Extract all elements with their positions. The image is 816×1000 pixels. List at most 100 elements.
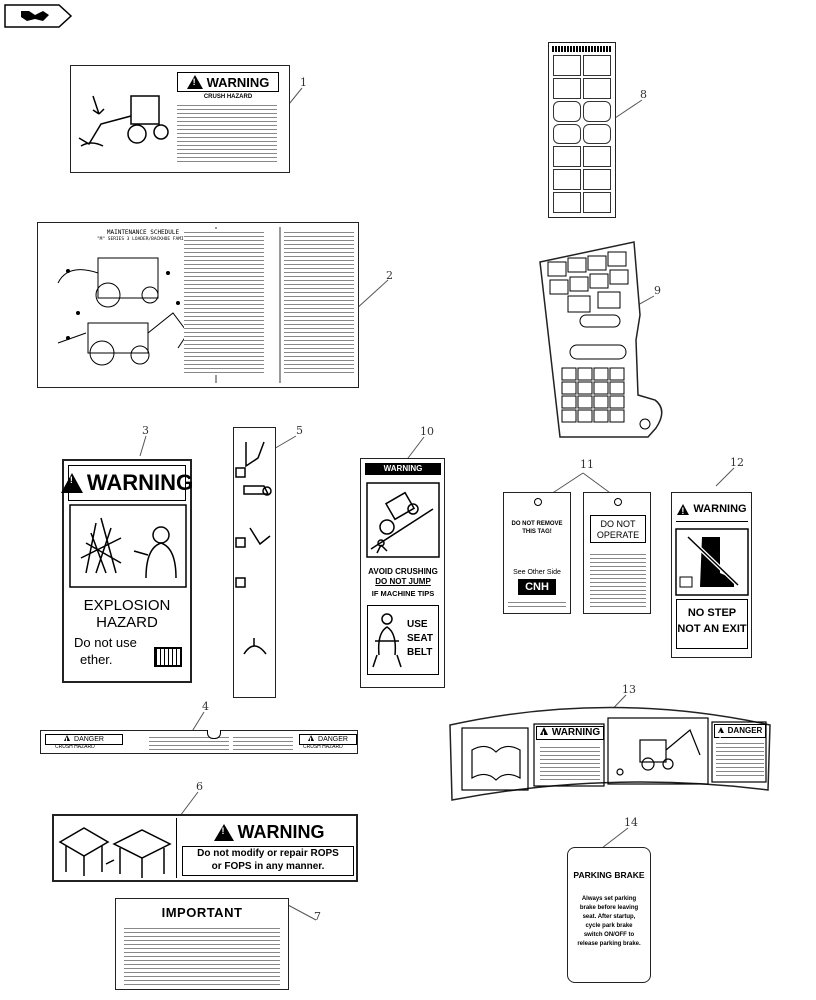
decal-3-text-2: HAZARD bbox=[96, 614, 158, 631]
callout-1: 1 bbox=[300, 76, 307, 89]
decal-14-line-6: release parking brake. bbox=[577, 941, 641, 947]
decal-4-left-sub: CRUSH HAZARD bbox=[55, 744, 95, 750]
decal-11-tagB-lines bbox=[590, 551, 646, 607]
decal-14-line-2: brake before leaving bbox=[579, 905, 639, 911]
decal-2-subtitle: "M" SERIES 3 LOADER/BACKHOE FAMILY bbox=[96, 237, 190, 242]
cell bbox=[553, 123, 581, 145]
decal-11-tagA-1: DO NOT REMOVE bbox=[511, 521, 563, 527]
no-step-boot-icon bbox=[675, 528, 749, 596]
callout-9: 9 bbox=[654, 284, 661, 297]
callout-8: 8 bbox=[640, 88, 647, 101]
decal-11-tagB-1: DO NOT bbox=[600, 519, 636, 529]
decal-4-notch bbox=[207, 730, 221, 739]
decal-10-belt-2: SEAT bbox=[407, 633, 433, 644]
decal-11-tagB-box bbox=[590, 515, 646, 543]
decal-3-explosion-hazard: WARNING EXPLOSION HAZARD Do not use ethe… bbox=[60, 459, 193, 683]
decal-11-tag-front: DO NOT REMOVE THIS TAG! See Other Side C… bbox=[503, 492, 571, 614]
cell bbox=[553, 192, 581, 213]
warning-triangle-icon bbox=[717, 727, 724, 741]
decal-6-text-2: or FOPS in any manner. bbox=[211, 861, 325, 872]
decal-4-right-danger: DANGER bbox=[299, 734, 357, 746]
decal-3-text-1: EXPLOSION bbox=[83, 597, 171, 614]
cell bbox=[583, 192, 611, 213]
decal-11-tagA-3: See Other Side bbox=[513, 569, 561, 576]
decal-10-warning-header: WARNING bbox=[365, 463, 441, 475]
tag-hole-icon bbox=[534, 498, 542, 506]
decal-10-belt-3: BELT bbox=[407, 647, 433, 658]
warning-triangle-icon bbox=[213, 823, 234, 841]
warning-triangle-icon bbox=[186, 75, 203, 89]
decal-12-text-2: NOT AN EXIT bbox=[677, 623, 747, 635]
decal-14-line-5: switch ON/OFF to bbox=[583, 932, 635, 938]
callout-10: 10 bbox=[420, 425, 434, 438]
explosion-person-icon bbox=[69, 504, 187, 588]
decal-1-warning-header: WARNING bbox=[177, 72, 279, 92]
cell bbox=[553, 77, 581, 99]
callout-2: 2 bbox=[386, 269, 393, 282]
decal-4-left-danger: DANGER bbox=[45, 734, 123, 746]
nav-arrow-icon[interactable] bbox=[3, 3, 73, 29]
warning-triangle-icon bbox=[60, 473, 83, 493]
tag-hole-icon bbox=[614, 498, 622, 506]
cnh-logo: CNH bbox=[518, 579, 556, 595]
callout-11: 11 bbox=[580, 458, 594, 471]
decal-14-parking-brake: PARKING BRAKE Always set parking brake b… bbox=[567, 847, 651, 983]
decal-14-line-1: Always set parking bbox=[581, 896, 637, 902]
cell bbox=[583, 55, 611, 76]
decal-7-title: IMPORTANT bbox=[161, 905, 243, 920]
callout-13: 13 bbox=[622, 683, 636, 696]
tipping-machine-icon bbox=[366, 482, 440, 558]
decal-1-text-block bbox=[177, 102, 277, 164]
decal-1-crush-hazard: WARNING CRUSH HAZARD bbox=[70, 65, 290, 173]
decal-4-right-sub: CRUSH HAZARD bbox=[303, 744, 343, 750]
decal-7-text-block bbox=[124, 925, 280, 985]
decal-10-belt-box bbox=[367, 605, 439, 675]
decal-13-danger-text bbox=[716, 740, 764, 776]
decal-14-line-3: seat. After startup, bbox=[582, 914, 636, 920]
manual-book-icon bbox=[154, 647, 182, 667]
book-arrow-icon bbox=[4, 4, 73, 28]
decal-11-tagA-footer bbox=[508, 599, 566, 607]
decal-2-schedule-col-2 bbox=[284, 229, 354, 375]
decal-12-warning-header: WARNING bbox=[676, 501, 748, 517]
warning-triangle-icon bbox=[308, 735, 315, 746]
decal-7-important: IMPORTANT bbox=[115, 898, 289, 990]
decal-3-warning-header: WARNING bbox=[60, 465, 193, 501]
warning-triangle-icon bbox=[539, 727, 548, 741]
cell bbox=[553, 100, 581, 122]
callout-4: 4 bbox=[202, 700, 209, 713]
callout-3: 3 bbox=[142, 424, 149, 437]
rops-canopy-icon bbox=[58, 827, 172, 878]
decal-10-seat-belt: WARNING AVOID CRUSHING DO NOT JUMP IF MA… bbox=[360, 458, 445, 688]
decal-12-text-box bbox=[676, 599, 748, 649]
cell bbox=[553, 55, 581, 76]
decal-4-text-left bbox=[149, 734, 229, 751]
decal-14-title: PARKING BRAKE bbox=[573, 870, 645, 880]
warning-triangle-icon bbox=[677, 503, 690, 516]
decal-2-schedule-col-1 bbox=[184, 229, 264, 375]
decal-4-danger-strip: DANGER CRUSH HAZARD DANGER CRUSH HAZARD bbox=[40, 730, 358, 754]
decal-12-no-step: WARNING NO STEP NOT AN EXIT bbox=[671, 492, 752, 658]
decal-13-danger: DANGER bbox=[714, 724, 766, 741]
cell bbox=[553, 146, 581, 168]
decal-5-symbol-strip bbox=[233, 427, 276, 698]
decal-10-text-1: AVOID CRUSHING bbox=[368, 567, 438, 576]
cell bbox=[583, 77, 611, 99]
cell bbox=[583, 169, 611, 191]
decal-10-text-3: IF MACHINE TIPS bbox=[371, 589, 435, 598]
decal-13-warning-text bbox=[540, 744, 600, 780]
callout-5: 5 bbox=[296, 424, 303, 437]
decal-6-rops-warning: WARNING Do not modify or repair ROPS or … bbox=[52, 814, 358, 882]
decal-11-tagA-2: THIS TAG! bbox=[522, 529, 552, 535]
callout-14: 14 bbox=[624, 816, 638, 829]
callout-12: 12 bbox=[730, 456, 744, 469]
decal-4-text-right bbox=[233, 734, 293, 751]
decal-6-warning-header: WARNING bbox=[204, 820, 334, 844]
decal-8-cells bbox=[553, 55, 611, 213]
decal-6-text-box bbox=[182, 846, 354, 876]
decal-3-text-4: ether. bbox=[80, 652, 113, 667]
decal-2-title: MAINTENANCE SCHEDULE bbox=[106, 229, 180, 236]
callout-7: 7 bbox=[314, 910, 321, 923]
backhoe-crush-icon bbox=[78, 95, 169, 147]
